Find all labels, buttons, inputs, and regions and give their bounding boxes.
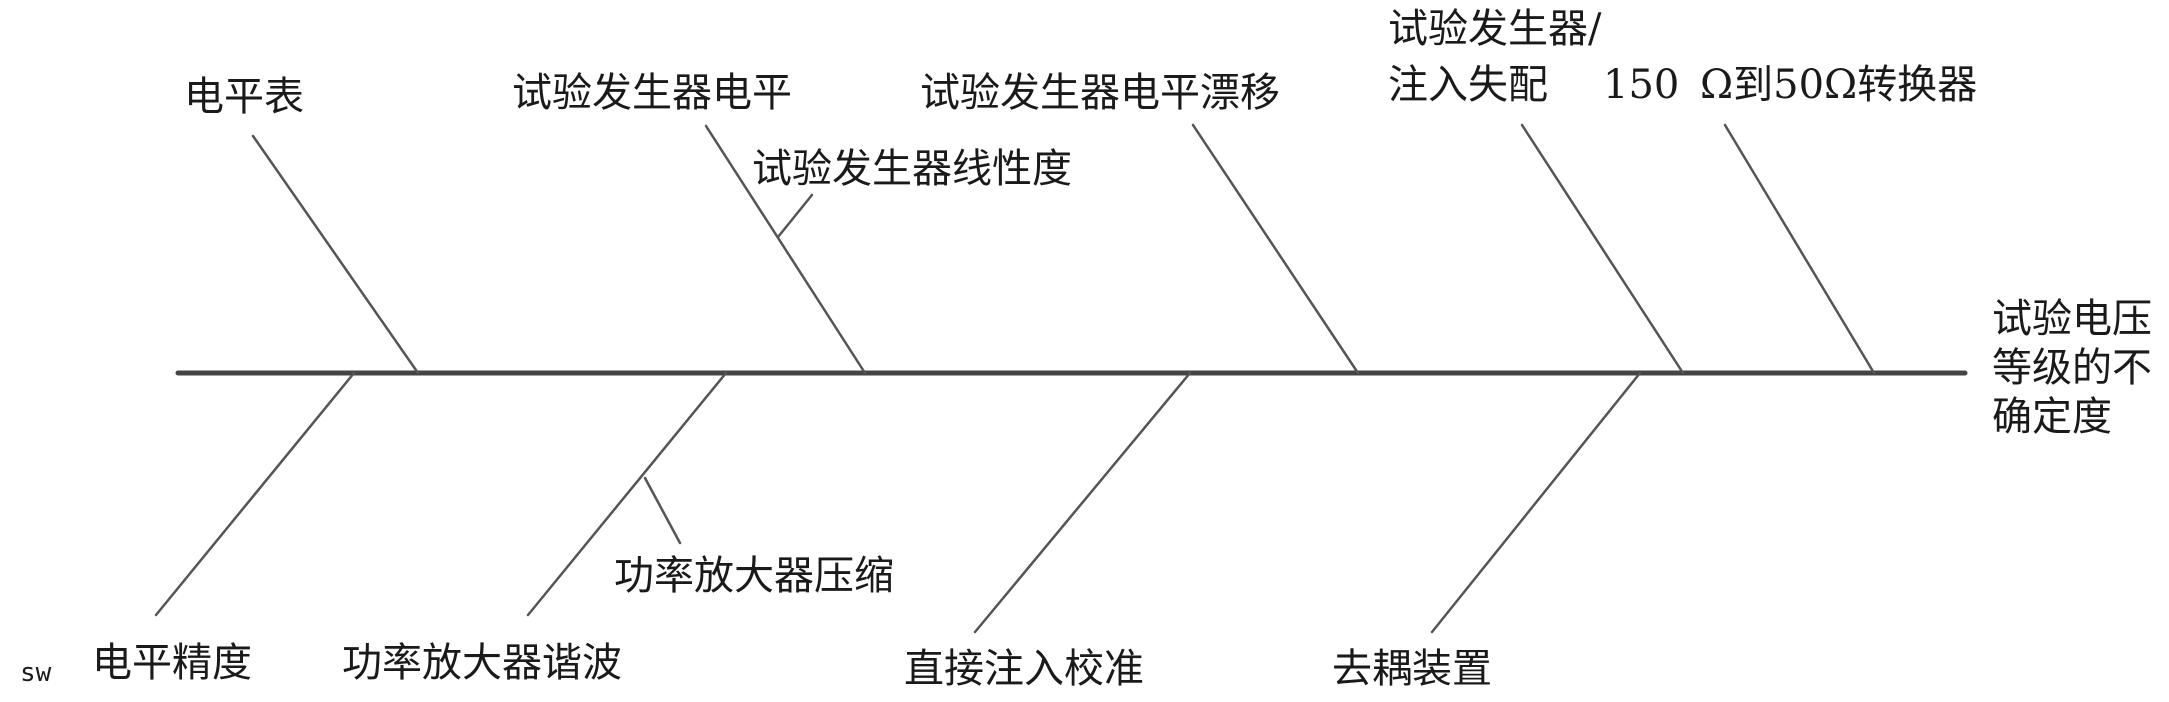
cause-injection-mismatch-line-2: 注入失配	[1388, 62, 1548, 108]
cause-decoupling: 去耦装置	[1332, 646, 1492, 692]
bone-converter	[1723, 123, 1876, 375]
cause-amp-compression: 功率放大器压缩	[614, 553, 894, 599]
bone-generator-drift	[1191, 123, 1360, 375]
bone-level-meter	[251, 134, 420, 375]
bone-level-accuracy	[154, 371, 356, 617]
bone-decoupling	[1430, 371, 1642, 634]
effect-label-line-2: 等级的不	[1992, 345, 2152, 391]
cause-converter: Ω到50Ω转换器	[1700, 62, 1978, 108]
cause-level-meter: 电平表	[184, 74, 304, 120]
cause-generator-linearity: 试验发生器线性度	[752, 146, 1072, 192]
cause-level-accuracy: 电平精度	[92, 640, 252, 686]
cause-injection-mismatch-line-1: 试验发生器/	[1388, 6, 1602, 52]
cause-generator-level: 试验发生器电平	[512, 70, 792, 116]
cause-direct-injection: 直接注入校准	[904, 646, 1144, 692]
effect-label-line-3: 确定度	[1992, 394, 2112, 440]
sub-bone-generator-linearity	[776, 193, 814, 239]
cause-converter-value: 150	[1603, 62, 1680, 108]
cause-amp-harmonics: 功率放大器谐波	[342, 640, 622, 686]
bone-direct-injection	[973, 371, 1192, 634]
sub-bone-amp-compression	[643, 476, 682, 545]
bone-injection-mismatch	[1520, 123, 1685, 375]
bone-generator-level	[704, 124, 867, 375]
bone-amp-harmonics	[526, 371, 728, 617]
cause-generator-drift: 试验发生器电平漂移	[920, 70, 1280, 116]
cause-sw-prefix: sw	[20, 658, 52, 688]
effect-label-line-1: 试验电压	[1992, 296, 2152, 342]
